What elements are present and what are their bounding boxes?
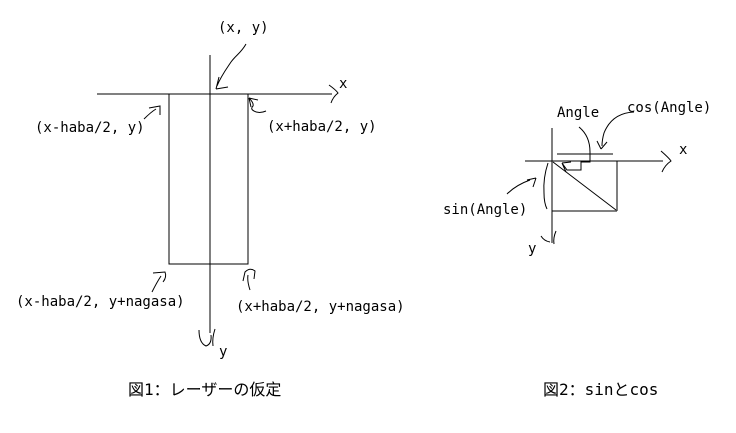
fig2-x-axis-label: x: [679, 142, 688, 158]
fig1-y-axis-arrowhead: [198, 328, 216, 347]
fig2-cos-label: cos(Angle): [627, 100, 712, 116]
fig1-rectangle: [168, 94, 249, 265]
fig2-sin-arrow: [506, 177, 537, 195]
fig1-x-axis-label: x: [339, 76, 348, 92]
fig2-angle-pointer: [561, 126, 591, 173]
fig2-y-axis-arrowhead: [540, 230, 557, 245]
fig2-y-axis-label: y: [528, 241, 537, 257]
fig2-caption: 図2：sinとcos: [543, 380, 659, 399]
fig2-square: [552, 161, 618, 212]
fig1-bottomright-arrow: [242, 268, 256, 291]
fig1-topleft-label: (x-haba/2, y): [35, 120, 145, 136]
fig2-cos-arrow: [596, 111, 635, 150]
fig1-caption: 図1：レーザーの仮定: [128, 380, 282, 399]
figure2-drawing: [506, 111, 672, 245]
fig1-bottomright-label: (x+haba/2, y+nagasa): [236, 299, 405, 315]
fig2-sin-bracket: [543, 162, 549, 210]
fig2-x-axis-arrowhead: [660, 150, 672, 173]
fig1-y-axis-label: y: [219, 344, 228, 360]
fig2-angle-label: Angle: [557, 105, 600, 121]
fig2-sin-label: sin(Angle): [443, 202, 528, 218]
figure1-drawing: [97, 43, 339, 347]
fig1-bottomleft-arrow: [151, 271, 167, 293]
fig1-x-axis-arrowhead: [328, 84, 339, 104]
fig1-topright-label: (x+haba/2, y): [267, 119, 377, 135]
fig1-topleft-arrow: [143, 105, 161, 120]
fig1-bottomleft-label: (x-haba/2, y+nagasa): [16, 294, 185, 310]
fig1-origin-arrow: [215, 43, 247, 90]
fig2-diagonal: [552, 161, 617, 211]
fig1-topright-arrow: [248, 97, 267, 113]
fig1-origin-label: (x, y): [218, 20, 269, 36]
